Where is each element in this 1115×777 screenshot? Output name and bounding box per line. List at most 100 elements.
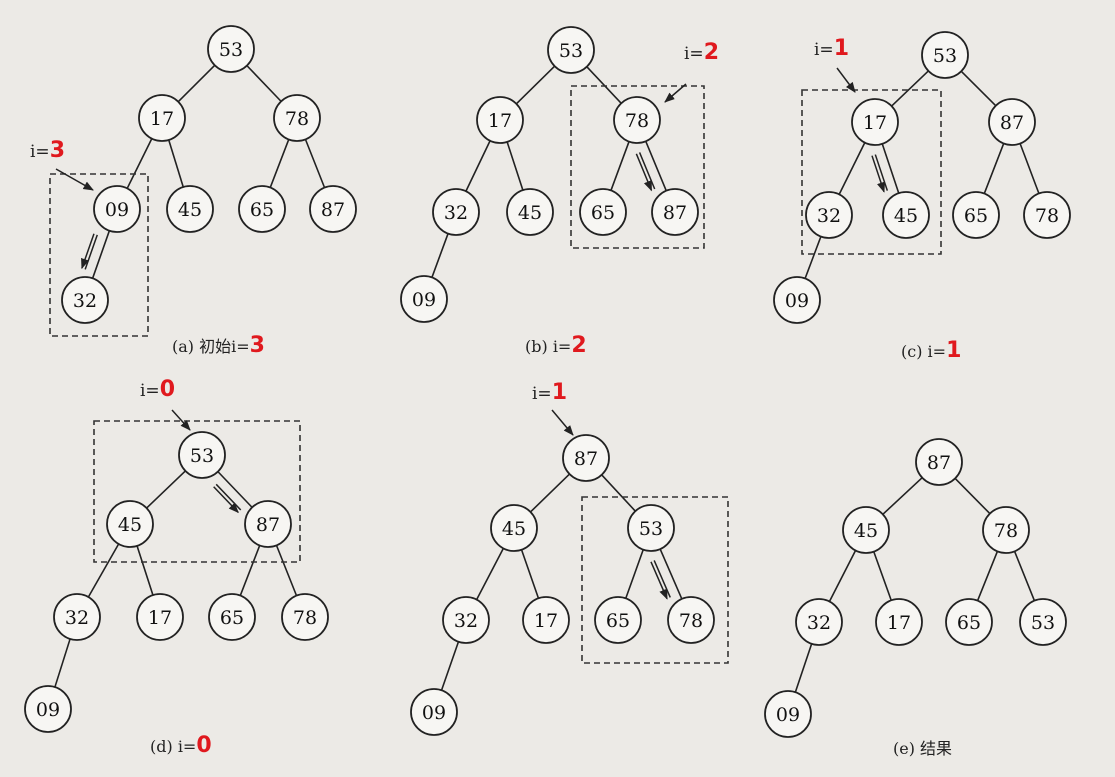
tree-edge bbox=[1019, 143, 1040, 194]
tree-edge bbox=[126, 138, 153, 189]
heap-node: 65 bbox=[579, 188, 627, 236]
heap-node: 32 bbox=[53, 593, 101, 641]
heap-node: 78 bbox=[613, 96, 661, 144]
labels: (a) 初始i=3i=3(b) i=2i=2(c) i=1i=1(d) i=0i… bbox=[30, 36, 961, 758]
tree-edge bbox=[515, 65, 556, 105]
heap-node: 09 bbox=[764, 690, 812, 738]
node-value: 65 bbox=[957, 612, 981, 634]
node-value: 45 bbox=[178, 199, 202, 221]
handwritten-mark: 3 bbox=[250, 333, 265, 358]
node-value: 53 bbox=[1031, 612, 1055, 634]
node-value: 53 bbox=[639, 518, 663, 540]
node-value: 32 bbox=[65, 607, 89, 629]
heap-node: 87 bbox=[309, 185, 357, 233]
subtree-box bbox=[801, 89, 942, 255]
heap-node: 65 bbox=[952, 191, 1000, 239]
handwritten-mark: 2 bbox=[571, 333, 586, 358]
node-value: 87 bbox=[256, 514, 280, 536]
tree-edge bbox=[167, 139, 185, 188]
sift-arrow bbox=[638, 152, 656, 190]
index-label: i=1 bbox=[814, 36, 849, 61]
subtree-box bbox=[581, 496, 729, 664]
heap-node: 09 bbox=[410, 688, 458, 736]
node-value: 45 bbox=[118, 514, 142, 536]
tree-edge bbox=[954, 477, 991, 515]
heap-node: 32 bbox=[795, 598, 843, 646]
node-value: 09 bbox=[776, 704, 800, 726]
node-value: 87 bbox=[927, 452, 951, 474]
tree-edge bbox=[431, 233, 449, 278]
heap-node: 78 bbox=[281, 593, 329, 641]
heap-node: 87 bbox=[562, 434, 610, 482]
index-label: i=0 bbox=[140, 377, 175, 402]
pointer-arrow bbox=[551, 409, 574, 436]
heap-node: 32 bbox=[805, 191, 853, 239]
node-value: 78 bbox=[293, 607, 317, 629]
panel-caption: (c) i=1 bbox=[901, 338, 961, 363]
heap-node: 78 bbox=[273, 94, 321, 142]
heap-node: 53 bbox=[547, 26, 595, 74]
dashed-boxes bbox=[49, 85, 942, 664]
node-value: 53 bbox=[559, 40, 583, 62]
heap-node: 53 bbox=[178, 431, 226, 479]
tree-edge bbox=[136, 545, 154, 596]
pointer-arrow bbox=[55, 168, 94, 191]
node-value: 65 bbox=[964, 205, 988, 227]
node-value: 53 bbox=[933, 45, 957, 67]
node-value: 32 bbox=[454, 610, 478, 632]
handwritten-mark: 3 bbox=[50, 138, 65, 163]
node-value: 09 bbox=[785, 290, 809, 312]
node-value: 87 bbox=[663, 202, 687, 224]
tree-edge bbox=[239, 545, 261, 596]
heap-node: 53 bbox=[627, 504, 675, 552]
node-value: 87 bbox=[1000, 112, 1024, 134]
tree-edge bbox=[601, 474, 636, 512]
heap-node: 53 bbox=[1019, 598, 1067, 646]
handwritten-mark: 1 bbox=[834, 36, 849, 61]
tree-edge bbox=[1013, 551, 1036, 601]
heap-node: 53 bbox=[921, 31, 969, 79]
heap-node: 17 bbox=[476, 96, 524, 144]
handwritten-mark: 0 bbox=[196, 733, 211, 758]
heap-node: 32 bbox=[442, 596, 490, 644]
heap-node: 32 bbox=[61, 276, 109, 324]
sift-arrow bbox=[635, 153, 653, 192]
panel-caption: (a) 初始i=3 bbox=[172, 333, 265, 358]
pointer-arrow bbox=[171, 409, 191, 431]
heap-node: 17 bbox=[851, 98, 899, 146]
sift-arrow bbox=[653, 560, 671, 598]
node-value: 65 bbox=[606, 610, 630, 632]
node-value: 32 bbox=[817, 205, 841, 227]
node-value: 78 bbox=[679, 610, 703, 632]
tree-edge bbox=[828, 550, 857, 602]
panel-caption: (e) 结果 bbox=[893, 739, 952, 758]
node-value: 09 bbox=[36, 699, 60, 721]
node-value: 45 bbox=[894, 205, 918, 227]
tree-edge bbox=[645, 140, 667, 192]
node-value: 45 bbox=[518, 202, 542, 224]
node-value: 87 bbox=[321, 199, 345, 221]
handwritten-mark: 2 bbox=[704, 40, 719, 65]
heap-node: 09 bbox=[773, 276, 821, 324]
heap-node: 45 bbox=[882, 191, 930, 239]
tree-edge bbox=[275, 545, 298, 596]
heap-node: 45 bbox=[842, 506, 890, 554]
heap-node: 17 bbox=[138, 94, 186, 142]
sift-arrow bbox=[650, 561, 668, 600]
node-value: 53 bbox=[190, 445, 214, 467]
tree-edge bbox=[475, 548, 505, 600]
tree-edge bbox=[506, 141, 524, 191]
tree-edge bbox=[91, 230, 111, 279]
node-value: 32 bbox=[807, 612, 831, 634]
heap-node: 65 bbox=[945, 598, 993, 646]
heap-node: 65 bbox=[594, 596, 642, 644]
heap-node: 17 bbox=[875, 598, 923, 646]
node-value: 53 bbox=[219, 39, 243, 61]
heap-node: 87 bbox=[988, 98, 1036, 146]
node-value: 17 bbox=[887, 612, 911, 634]
tree-edge bbox=[891, 70, 929, 107]
tree-edge bbox=[304, 139, 326, 188]
heap-node: 09 bbox=[400, 275, 448, 323]
tree-edge bbox=[269, 139, 290, 188]
